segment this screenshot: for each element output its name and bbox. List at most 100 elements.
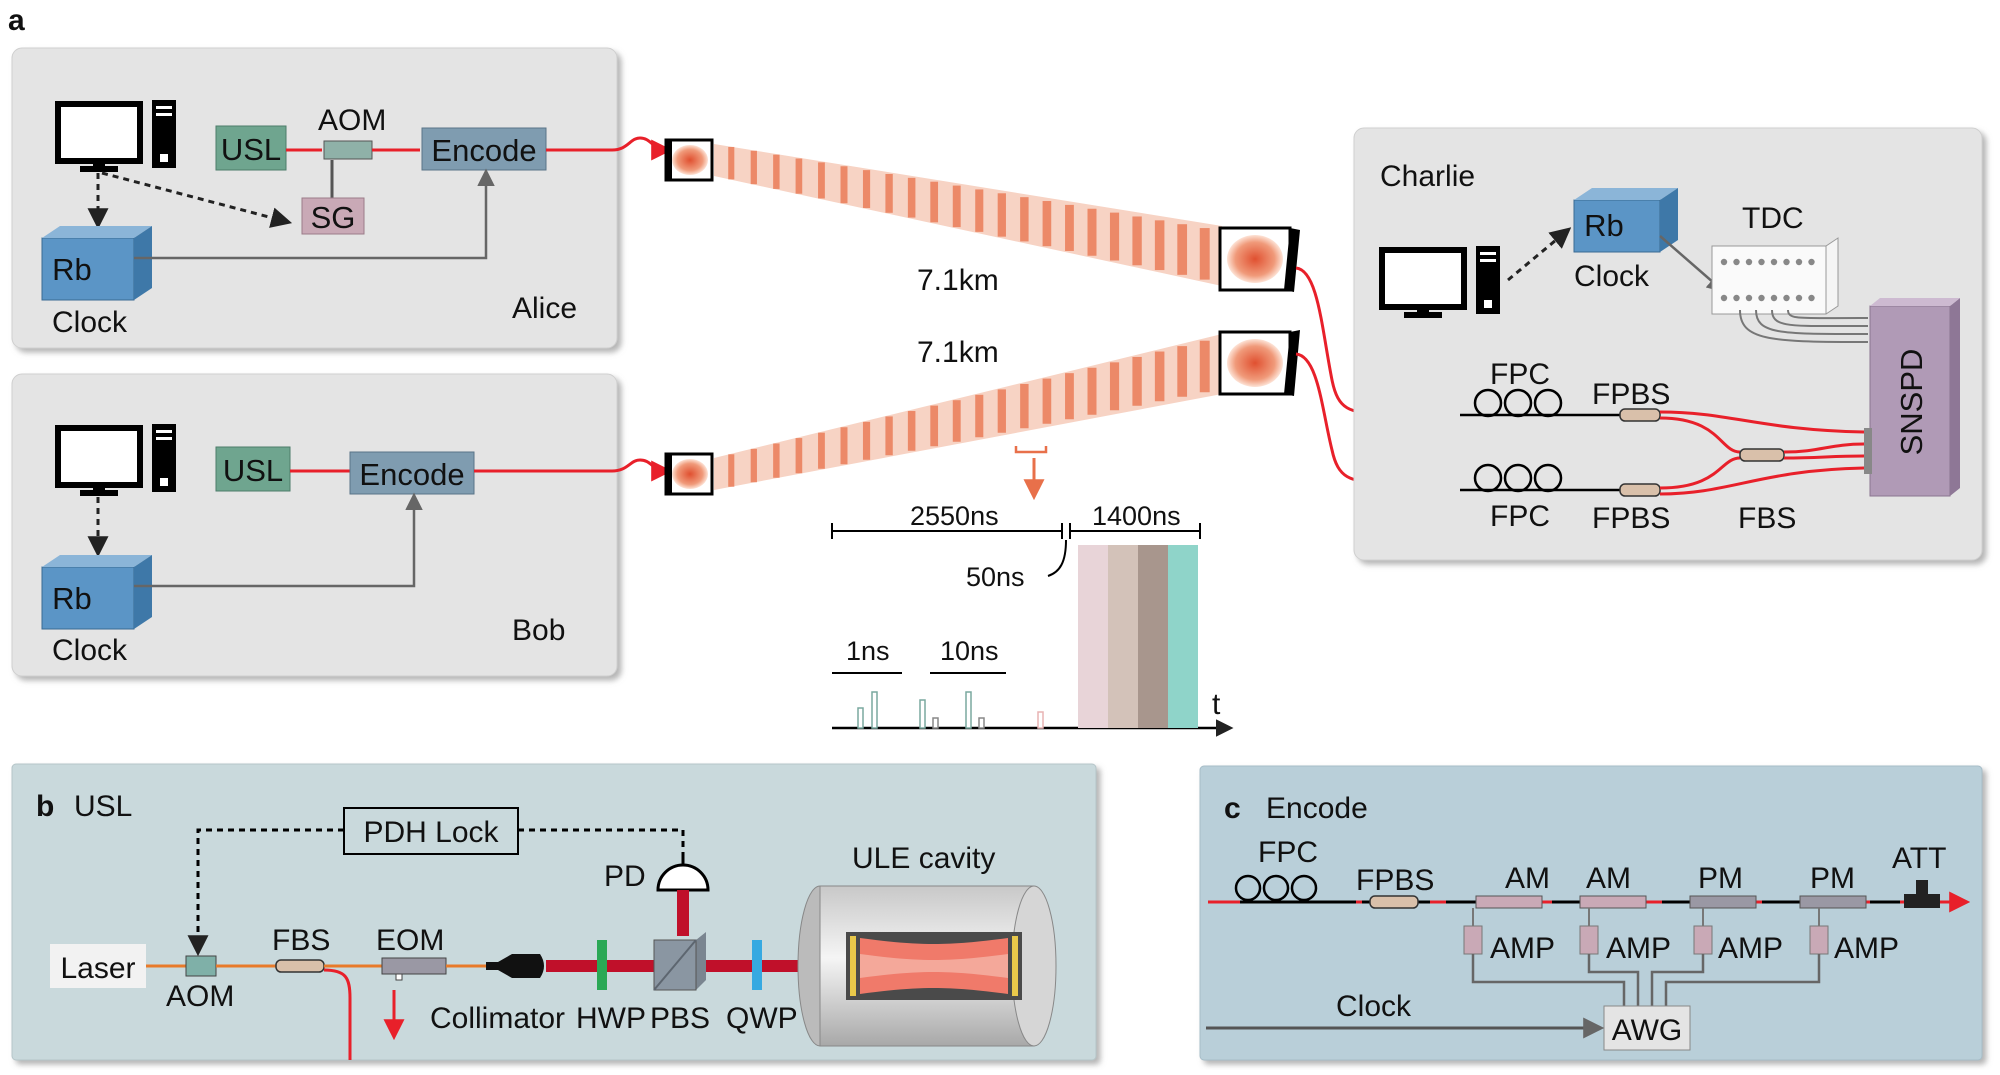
beam-stripe: [818, 432, 825, 469]
beam-stripe: [1199, 228, 1210, 280]
tdc-port: [1783, 294, 1790, 302]
bob-clock-label: Clock: [52, 634, 128, 667]
bob-fiber: [474, 458, 673, 482]
fpc-c-label: FPC: [1258, 836, 1318, 869]
tdc-port: [1720, 294, 1728, 302]
qwp-label: QWP: [726, 1002, 798, 1035]
hwp-label: HWP: [576, 1002, 646, 1035]
beam-stripe: [1065, 204, 1074, 251]
beam-stripe: [862, 421, 871, 460]
beam-stripe: [1065, 373, 1074, 420]
alice-sg-label: SG: [311, 200, 356, 235]
beam-stripe: [1154, 220, 1165, 271]
collimator-label: Collimator: [430, 1002, 565, 1035]
tdc-port: [1795, 258, 1803, 266]
amp2-label: AMP: [1606, 932, 1671, 965]
timing-diagram: t 2550ns 1400ns 50ns 1ns 10ns: [831, 501, 1234, 737]
awg-label: AWG: [1612, 1014, 1683, 1047]
beam-stripe: [1042, 378, 1052, 424]
computer-monitor-icon: [1379, 247, 1467, 318]
att-label: ATT: [1892, 842, 1946, 875]
beam-stripe: [840, 427, 848, 465]
snspd-label: SNSPD: [1894, 349, 1929, 456]
bob-rb-label: Rb: [52, 581, 92, 616]
beam-stripe: [975, 394, 984, 438]
pm1-label: PM: [1698, 862, 1743, 895]
tdc-port: [1770, 294, 1778, 302]
fpc-bottom-label: FPC: [1490, 500, 1550, 533]
beam-stripe: [997, 389, 1006, 433]
time-axis-label: t: [1212, 688, 1221, 721]
alice-station: USL AOM Encode SG Rb Clock Alice: [11, 47, 618, 349]
tdc-port: [1808, 294, 1815, 302]
beam-stripe: [997, 193, 1006, 237]
beam-stripe: [840, 166, 848, 204]
amp4-label: AMP: [1834, 932, 1899, 965]
alice-usl-label: USL: [221, 132, 281, 167]
amp1-label: AMP: [1490, 932, 1555, 965]
beam-stripe: [907, 177, 916, 218]
beam-stripe: [773, 154, 780, 189]
beam-stripe: [773, 443, 780, 478]
tdc-port: [1783, 258, 1790, 266]
beam-stripe: [930, 405, 939, 447]
clock-c-label: Clock: [1336, 990, 1412, 1023]
timing-1400ns: 1400ns: [1092, 501, 1181, 531]
panel-b-letter: b: [36, 790, 54, 823]
beam-stripe: [728, 454, 735, 487]
beam-stripe: [750, 150, 757, 185]
computer-monitor-icon: [55, 425, 143, 496]
pdh-lock-label: PDH Lock: [363, 816, 499, 849]
beam-stripe: [907, 411, 916, 451]
computer-tower-icon: [152, 100, 176, 168]
panel-c-title: Encode: [1266, 792, 1368, 825]
alice-aom-label: AOM: [318, 104, 386, 137]
link-bottom-distance: 7.1km: [917, 336, 999, 369]
link-top-distance: 7.1km: [917, 264, 999, 297]
alice-name: Alice: [512, 292, 577, 325]
charlie-name: Charlie: [1380, 160, 1475, 193]
beam-stripe: [1177, 346, 1188, 397]
tdc-port: [1758, 258, 1765, 266]
beam-stripe: [1020, 383, 1029, 429]
eom-label: EOM: [376, 924, 444, 957]
link-top: [664, 138, 1300, 292]
am1-label: AM: [1505, 862, 1550, 895]
timing-2550ns: 2550ns: [910, 501, 999, 531]
timing-1ns: 1ns: [846, 636, 890, 666]
tdc-port: [1733, 294, 1740, 302]
beam-stripe: [818, 162, 825, 199]
bob-station: USL Encode Rb Clock Bob: [11, 373, 618, 677]
fpbs-c-label: FPBS: [1356, 864, 1434, 897]
fpc-top-label: FPC: [1490, 358, 1550, 391]
tdc-port: [1808, 258, 1815, 266]
beam-stripe: [862, 170, 871, 209]
tdc-port: [1795, 294, 1803, 302]
timing-50ns: 50ns: [966, 562, 1025, 592]
beam-stripe: [1109, 212, 1120, 261]
computer-tower-icon: [152, 424, 176, 492]
ule-cavity-label: ULE cavity: [852, 842, 995, 875]
beam-stripe: [885, 173, 893, 213]
bob-usl-label: USL: [223, 453, 283, 488]
beam-stripe: [1020, 197, 1029, 242]
beam-stripe: [1042, 201, 1052, 247]
am2-label: AM: [1586, 862, 1631, 895]
fpbs-top-label: FPBS: [1592, 378, 1670, 411]
beam-stripe: [1199, 340, 1210, 393]
alice-rb-label: Rb: [52, 252, 92, 287]
bob-name: Bob: [512, 614, 565, 647]
panel-c-encode: c Encode FPC FPBS AM AM PM PM ATT: [1199, 765, 1983, 1061]
beam-stripe: [975, 189, 984, 232]
fbs-label: FBS: [1738, 502, 1796, 535]
charlie-rb-label: Rb: [1584, 208, 1624, 243]
beam-stripe: [1087, 367, 1097, 415]
link-bottom: [664, 330, 1300, 496]
beam-stripe: [930, 181, 939, 223]
pbs-label: PBS: [650, 1002, 710, 1035]
beam-stripe: [795, 158, 803, 194]
panel-a-letter: a: [8, 4, 25, 37]
beam-stripe: [728, 146, 735, 180]
